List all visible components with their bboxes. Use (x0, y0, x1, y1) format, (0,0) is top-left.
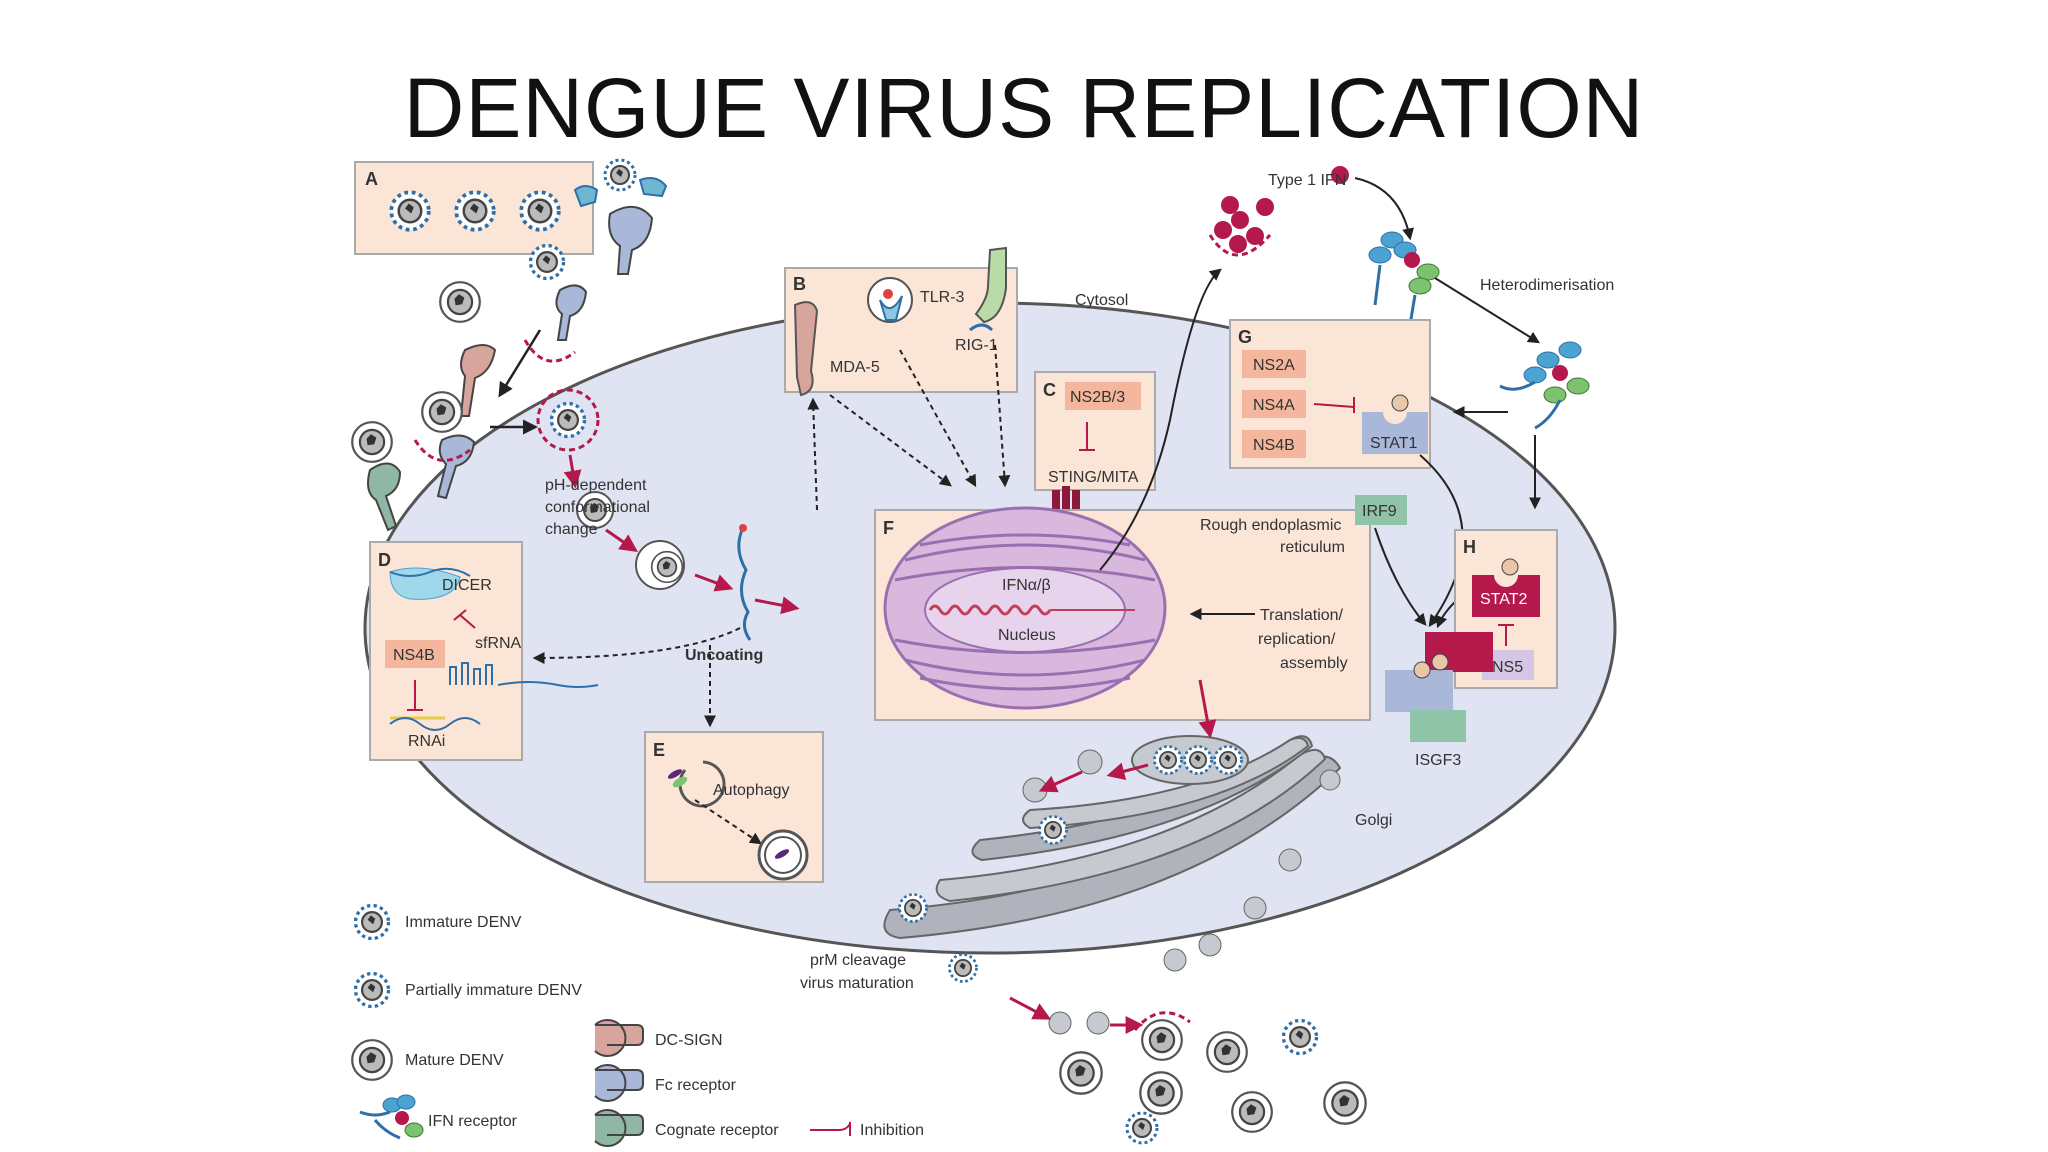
box-d: D (369, 541, 599, 761)
box-h-letter: H (1463, 537, 1476, 557)
box-a: A (354, 161, 594, 255)
ns2b3-label: NS2B/3 (1070, 389, 1125, 406)
sting-label: STING/MITA (1048, 469, 1139, 486)
endocytosis-pathway (413, 329, 800, 641)
legend-partial: Partially immature DENV (405, 982, 582, 999)
box-f: F (874, 506, 1371, 721)
ns4b-d-label: NS4B (393, 647, 435, 664)
rer-label-2: reticulum (1280, 539, 1345, 556)
legend-dc-sign: DC-SIGN (655, 1032, 723, 1049)
rnai-label: RNAi (408, 733, 445, 750)
irf9-label: IRF9 (1362, 503, 1397, 520)
isgf3-label: ISGF3 (1415, 752, 1461, 769)
translation-label-3: assembly (1280, 655, 1348, 672)
ns4b-g-label: NS4B (1253, 437, 1295, 454)
stat2-label: STAT2 (1480, 591, 1528, 608)
box-e-letter: E (653, 740, 665, 760)
box-e: E (644, 731, 824, 883)
box-g: G (1229, 319, 1431, 469)
heterodimerisation-label: Heterodimerisation (1480, 277, 1614, 294)
ns5-label: NS5 (1492, 659, 1523, 676)
cytosol-label: Cytosol (1075, 292, 1128, 309)
isgf3-complex (1385, 632, 1493, 742)
type1-ifn-label: Type 1 IFN (1268, 172, 1346, 189)
box-d-letter: D (378, 550, 391, 570)
golgi-label: Golgi (1355, 812, 1392, 829)
mda5-label: MDA-5 (830, 359, 880, 376)
legend-cognate: Cognate receptor (655, 1122, 779, 1139)
ph-label-2: conformational (545, 499, 650, 516)
ns2a-label: NS2A (1253, 357, 1295, 374)
slide-title: DENGUE VIRUS REPLICATION (403, 61, 1645, 155)
irf9-box (1355, 495, 1407, 525)
nucleus-label: Nucleus (998, 627, 1056, 644)
legend-immature: Immature DENV (405, 914, 522, 931)
autophagy-label: Autophagy (713, 782, 790, 799)
ifn-ab-label: IFNα/β (1002, 577, 1051, 594)
translation-label-2: replication/ (1258, 631, 1336, 648)
box-b-letter: B (793, 274, 806, 294)
released-virions (1059, 1018, 1367, 1145)
rer-label-1: Rough endoplasmic (1200, 517, 1341, 534)
uncoating-label: Uncoating (685, 647, 763, 664)
stat1-label: STAT1 (1370, 435, 1418, 452)
virus-receptor-binding (351, 158, 668, 532)
dengue-replication-diagram: A pH-dependent conforma (351, 158, 1617, 1147)
ifn-release (1208, 166, 1349, 257)
ifn-receptor-top (1368, 231, 1440, 326)
ifn-receptor-dimer (1499, 341, 1590, 430)
legend: Immature DENV Partially immature DENV Ma… (351, 903, 924, 1147)
dicer-label: DICER (442, 577, 492, 594)
rig1-label: RIG-1 (955, 337, 998, 354)
box-g-letter: G (1238, 327, 1252, 347)
translation-label-1: Translation/ (1260, 607, 1344, 624)
legend-ifn-receptor: IFN receptor (428, 1113, 518, 1130)
sfrna-label: sfRNA (475, 635, 522, 652)
legend-mature: Mature DENV (405, 1052, 504, 1069)
golgi-apparatus (883, 679, 1342, 1035)
tlr3-label: TLR-3 (920, 289, 965, 306)
ns4a-label: NS4A (1253, 397, 1295, 414)
box-c-letter: C (1043, 380, 1056, 400)
box-a-letter: A (365, 169, 378, 189)
prm-label-2: virus maturation (800, 975, 914, 992)
prm-label-1: prM cleavage (810, 952, 906, 969)
legend-inhibition: Inhibition (860, 1122, 924, 1139)
box-f-letter: F (883, 518, 894, 538)
ph-label-3: change (545, 521, 598, 538)
box-c: C (1034, 371, 1156, 510)
legend-fc-receptor: Fc receptor (655, 1077, 737, 1094)
ph-label-1: pH-dependent (545, 477, 647, 494)
box-b: B (784, 246, 1018, 397)
